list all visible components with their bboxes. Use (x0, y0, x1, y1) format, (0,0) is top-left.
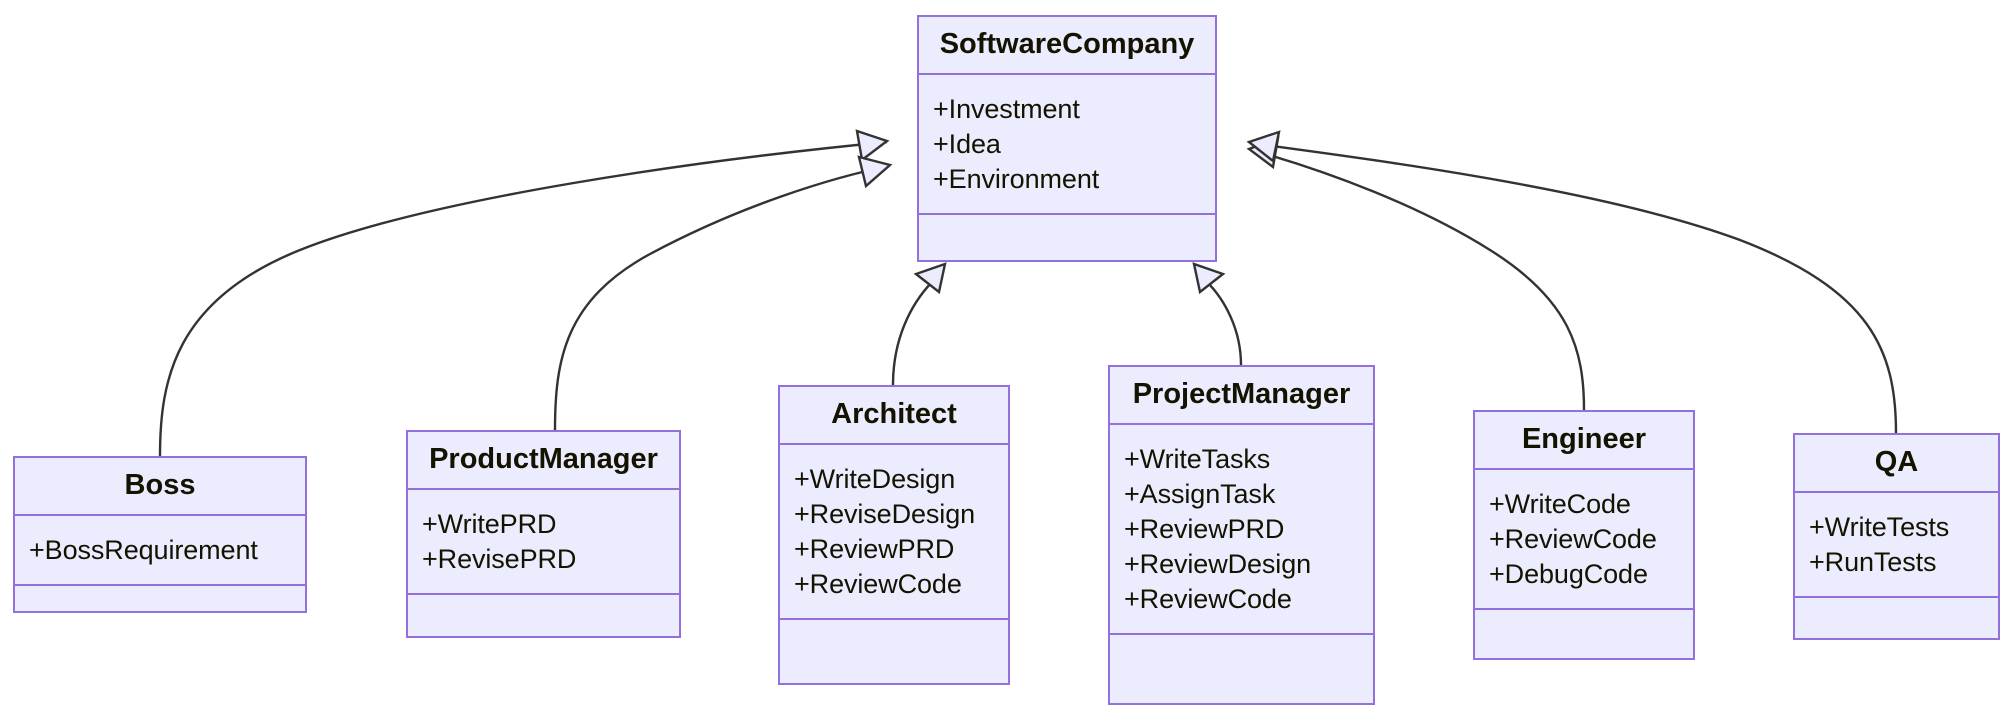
class-methods (408, 595, 679, 636)
edge-architect-to-softwarecompany (891, 262, 947, 386)
class-member: +WriteTasks (1124, 444, 1271, 474)
class-member: +WriteCode (1489, 489, 1631, 519)
class-member: +Investment (933, 94, 1080, 124)
class-methods (780, 620, 1008, 683)
class-member: +WriteDesign (794, 464, 956, 494)
class-member: +ReviewDesign (1124, 549, 1312, 579)
class-member: +AssignTask (1124, 479, 1276, 509)
class-title: SoftwareCompany (919, 17, 1215, 75)
class-member: +WriteTests (1809, 512, 1950, 542)
class-member: +Environment (933, 164, 1100, 194)
class-attributes: +WritePRD +RevisePRD (408, 490, 679, 595)
class-node-product-manager[interactable]: ProductManager +WritePRD +RevisePRD (406, 430, 681, 638)
class-attributes: +Investment +Idea +Environment (919, 75, 1215, 215)
class-title: Architect (780, 387, 1008, 445)
class-member: +ReviewPRD (1124, 514, 1285, 544)
class-member: +ReviewCode (1124, 584, 1292, 614)
class-member: +Idea (933, 129, 1001, 159)
class-member: +BossRequirement (29, 535, 258, 565)
class-member: +DebugCode (1489, 559, 1648, 589)
class-node-engineer[interactable]: Engineer +WriteCode +ReviewCode +DebugCo… (1473, 410, 1695, 660)
class-title: ProductManager (408, 432, 679, 490)
class-methods (1475, 610, 1693, 658)
class-attributes: +WriteTasks +AssignTask +ReviewPRD +Revi… (1110, 425, 1373, 635)
class-node-software-company[interactable]: SoftwareCompany +Investment +Idea +Envir… (917, 15, 1217, 262)
class-member: +WritePRD (422, 509, 557, 539)
class-methods (919, 215, 1215, 260)
class-attributes: +BossRequirement (15, 516, 305, 586)
class-member: +ReviewPRD (794, 534, 955, 564)
class-attributes: +WriteDesign +ReviseDesign +ReviewPRD +R… (780, 445, 1008, 620)
class-attributes: +WriteTests +RunTests (1795, 493, 1998, 598)
class-methods (15, 586, 305, 611)
class-attributes: +WriteCode +ReviewCode +DebugCode (1475, 470, 1693, 610)
class-node-project-manager[interactable]: ProjectManager +WriteTasks +AssignTask +… (1108, 365, 1375, 705)
class-member: +RevisePRD (422, 544, 577, 574)
class-node-boss[interactable]: Boss +BossRequirement (13, 456, 307, 613)
class-title: Engineer (1475, 412, 1693, 470)
class-title: QA (1795, 435, 1998, 493)
class-title: ProjectManager (1110, 367, 1373, 425)
class-node-qa[interactable]: QA +WriteTests +RunTests (1793, 433, 2000, 640)
class-member: +ReviewCode (1489, 524, 1657, 554)
class-methods (1110, 635, 1373, 703)
class-node-architect[interactable]: Architect +WriteDesign +ReviseDesign +Re… (778, 385, 1010, 685)
class-member: +ReviseDesign (794, 499, 976, 529)
class-member: +ReviewCode (794, 569, 962, 599)
class-title: Boss (15, 458, 305, 516)
edge-projectmanager-to-softwarecompany (1192, 262, 1243, 366)
class-methods (1795, 598, 1998, 638)
class-member: +RunTests (1809, 547, 1937, 577)
